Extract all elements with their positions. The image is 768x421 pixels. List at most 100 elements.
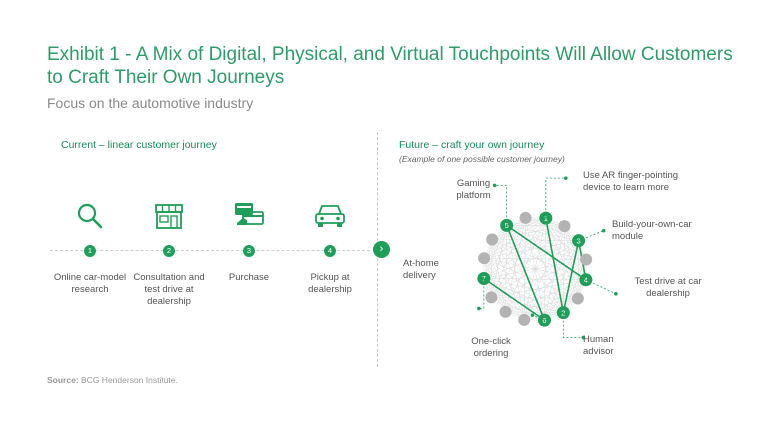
grey-node (478, 252, 491, 265)
step-label: Online car-model research (53, 272, 127, 295)
leader-dot (601, 228, 606, 233)
mesh-line (563, 259, 587, 313)
journey-path-line (506, 224, 587, 281)
touchpoint-node-number: 3 (577, 236, 581, 245)
page-title: Exhibit 1 - A Mix of Digital, Physical, … (47, 44, 733, 88)
mesh-line (544, 218, 547, 321)
grey-node (580, 253, 593, 266)
mesh-line (484, 257, 587, 260)
mesh-line (483, 278, 586, 281)
chevron-right-icon: › (373, 241, 390, 258)
touchpoint-label: One-click ordering (471, 336, 511, 359)
grey-node (485, 291, 498, 304)
leader-line (585, 279, 617, 295)
mesh-line (483, 258, 506, 312)
touchpoint-node-number: 1 (544, 214, 548, 223)
mesh-line (483, 217, 526, 279)
mesh-line (505, 225, 507, 312)
future-journey-heading: Future – craft your own journey (399, 139, 545, 151)
storefront-icon (155, 204, 183, 229)
touchpoint-label: At-home delivery (403, 258, 439, 281)
grey-node (486, 233, 499, 246)
leader-dot (581, 335, 586, 340)
mesh-line (577, 240, 579, 299)
mesh-line (506, 225, 579, 299)
mesh-line (483, 240, 579, 279)
touchpoint-label: Use AR finger-pointing device to learn m… (583, 170, 679, 193)
mesh-line (492, 239, 587, 260)
mesh-line (491, 239, 506, 312)
leader-dot (564, 176, 568, 180)
mesh-line (525, 217, 545, 321)
grey-node (499, 305, 512, 318)
touchpoint-node (579, 273, 593, 287)
leader-dot (530, 313, 535, 317)
mesh-line (483, 258, 545, 321)
touchpoint-node (537, 313, 551, 327)
journey-path-line (545, 217, 565, 313)
mesh-line (505, 218, 547, 312)
mesh-line (491, 239, 525, 320)
source-prefix: Source: (47, 375, 79, 385)
mesh-line (544, 279, 587, 321)
touchpoint-label: Test drive at car dealership (634, 276, 702, 299)
step-label: Pickup at dealership (308, 272, 352, 295)
step-label: Purchase (228, 272, 270, 283)
mesh-line (525, 217, 579, 241)
mesh-line (491, 239, 493, 298)
touchpoint-node (572, 234, 586, 248)
step-number: 4 (324, 245, 336, 257)
step-number: 2 (163, 245, 175, 257)
mesh-line (491, 259, 587, 298)
grey-node (571, 292, 584, 305)
mesh-line (506, 225, 565, 227)
source-note: Source: BCG Henderson Institute. (47, 375, 178, 385)
mesh-line (563, 226, 565, 313)
mesh-line (483, 225, 507, 279)
journey-path-line (483, 277, 545, 321)
mesh-line (492, 217, 546, 240)
page-subtitle: Focus on the automotive industry (47, 95, 254, 111)
touchpoint-label: Human advisor (583, 334, 614, 357)
mesh-line (483, 278, 525, 321)
mesh-line (564, 226, 587, 280)
mesh-line (484, 257, 578, 299)
mesh-line (525, 217, 564, 313)
leader-dot (492, 183, 497, 188)
touchpoint-label: Gaming platform (456, 178, 491, 201)
future-journey-note: (Example of one possible customer journe… (399, 154, 565, 164)
journey-path-line (562, 240, 580, 313)
touchpoint-node-number: 5 (505, 221, 509, 230)
car-icon (315, 205, 345, 227)
mesh-line (523, 226, 565, 320)
journey-path-line (505, 225, 546, 321)
grey-node (519, 211, 532, 224)
payment-card-icon (235, 203, 264, 225)
mesh-line (492, 239, 586, 281)
magnifier-icon (77, 203, 103, 229)
leader-dot (614, 292, 618, 296)
mesh-line (483, 217, 526, 259)
mesh-line (491, 225, 565, 298)
step-label: Consultation and test drive at dealershi… (133, 272, 205, 307)
leader-line (494, 184, 508, 226)
leader-line (562, 312, 584, 339)
step-number: 1 (84, 245, 96, 257)
mesh-line (505, 311, 564, 313)
leader-line (578, 230, 604, 242)
journey-line (50, 250, 370, 251)
mesh-line (505, 240, 579, 313)
mesh-line (491, 217, 526, 298)
mesh-line (492, 239, 579, 241)
mesh-line (545, 217, 587, 260)
grey-node (558, 220, 571, 233)
step-number: 3 (243, 245, 255, 257)
source-text: BCG Henderson Institute. (81, 375, 178, 385)
leader-line (545, 177, 566, 219)
grey-node (518, 313, 531, 326)
current-journey-heading: Current – linear customer journey (61, 139, 217, 151)
leader-dot (477, 306, 481, 311)
mesh-line (525, 217, 587, 280)
touchpoint-node-number: 6 (542, 316, 546, 325)
